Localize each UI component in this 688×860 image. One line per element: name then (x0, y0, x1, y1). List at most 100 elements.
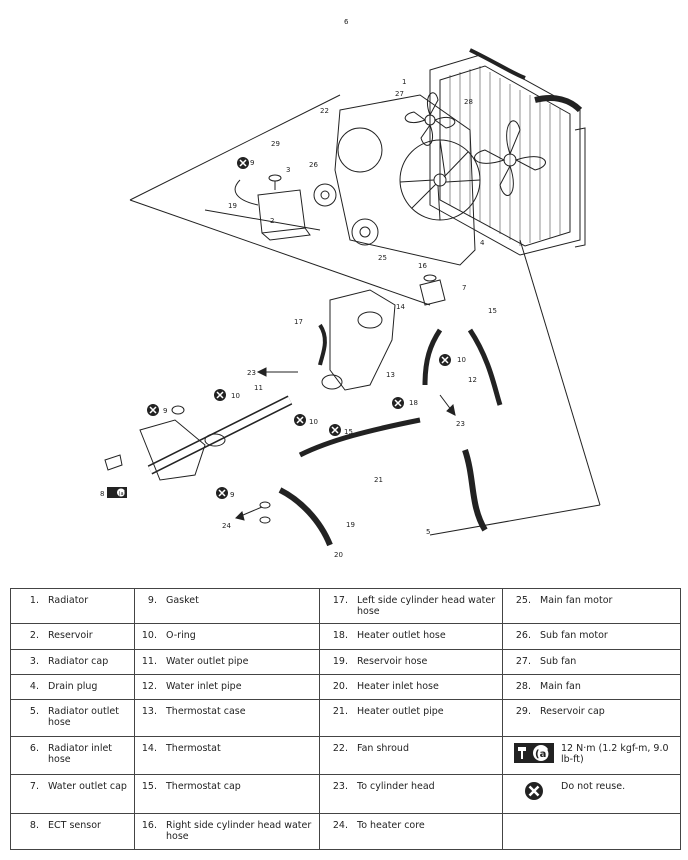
callout-26: 26 (309, 161, 318, 169)
legend-cell: 18.Heater outlet hose (319, 623, 503, 650)
legend-label: Do not reuse. (561, 781, 626, 793)
callout-19: 19 (228, 202, 237, 210)
callout-10-right: 10 (457, 356, 466, 364)
legend-cell: 24.To heater core (319, 812, 503, 851)
legend-number: 1. (29, 595, 39, 606)
legend-cell: (a)12 N·m (1.2 kgf-m, 9.0 lb-ft) (502, 735, 681, 776)
legend-number: 17. (332, 595, 348, 606)
legend-label: ECT sensor (48, 819, 101, 831)
reservoir-drawing (234, 174, 311, 241)
legend-cell: 15. Thermostat cap (134, 774, 320, 814)
callout-6: 6 (344, 18, 349, 26)
legend-cell: 6. Radiator inlet hose (10, 735, 135, 776)
legend-number: 5. (29, 706, 39, 718)
callout-17: 17 (294, 318, 303, 326)
callout-19-lower: 19 (346, 521, 355, 529)
legend-label: Thermostat (166, 742, 221, 754)
legend-cell: 25.Main fan motor (502, 587, 681, 625)
legend-number: 29. (515, 706, 531, 718)
legend-label: Water outlet pipe (166, 655, 249, 667)
legend-number: 4. (29, 680, 39, 692)
callout-18: 18 (409, 399, 418, 407)
legend-label: Water inlet pipe (166, 680, 242, 692)
legend-cell: 14.Thermostat (134, 735, 320, 776)
legend-number: 15. (141, 781, 157, 793)
legend-label: Sub fan (540, 655, 577, 667)
legend-cell: 5. Radiator outlet hose (10, 699, 135, 737)
legend-number: 27. (515, 655, 531, 667)
legend-row: 6. Radiator inlet hose 14.Thermostat 22. Fan… (10, 735, 681, 776)
callout-23: 23 (247, 369, 256, 377)
legend-label: Reservoir (48, 630, 93, 642)
legend-label: Main fan motor (540, 595, 613, 606)
legend-label: Water outlet cap (48, 781, 127, 793)
torque-marker-letter: (a) (119, 491, 126, 497)
legend-cell: 11. Water outlet pipe (134, 648, 320, 675)
callout-10-mid: 10 (309, 418, 318, 426)
legend-cell: 10.O-ring (134, 623, 320, 650)
legend-cell: 1. Radiator (10, 587, 135, 625)
legend-cell (502, 812, 681, 851)
legend-number: 24. (332, 819, 348, 831)
legend-label: Sub fan motor (540, 630, 608, 642)
callout-16: 16 (418, 262, 427, 270)
legend-label: Right side cylinder head water hose (166, 819, 312, 842)
legend-number: 6. (29, 742, 39, 754)
legend-number: 23. (332, 781, 348, 793)
callout-12: 12 (468, 376, 477, 384)
legend-row: 5. Radiator outlet hose 13.Thermostat case… (10, 699, 681, 737)
callout-4: 4 (480, 239, 485, 247)
cooling-system-exploded-diagram: (a) 6 1 27 28 22 29 9 3 26 19 2 4 25 16 … (100, 18, 601, 559)
legend-label: Heater outlet pipe (357, 706, 444, 718)
callout-9: 9 (163, 407, 167, 415)
legend-label: To cylinder head (357, 781, 435, 793)
legend-number: 10. (141, 630, 157, 642)
legend-cell: 2.Reservoir (10, 623, 135, 650)
legend-cell: 9.Gasket (134, 587, 320, 625)
legend-number: 13. (141, 706, 157, 718)
legend-number: 18. (332, 630, 348, 642)
legend-cell: 22. Fan shroud (319, 735, 503, 776)
callout-7: 7 (462, 284, 466, 292)
legend-number: 3. (29, 655, 39, 667)
legend-cell: 26. Sub fan motor (502, 623, 681, 650)
legend-cell: 17.Left side cylinder head water hose (319, 587, 503, 625)
callout-20: 20 (334, 551, 343, 559)
legend-label: Fan shroud (357, 742, 409, 754)
callout-28: 28 (464, 98, 473, 106)
callout-3: 3 (286, 166, 290, 174)
legend-label: Radiator inlet hose (48, 742, 113, 765)
callout-14: 14 (396, 303, 405, 311)
fan-shroud-drawing (334, 92, 546, 266)
legend-number: 22. (332, 742, 348, 754)
do-not-reuse-icon (507, 781, 561, 801)
legend-number: 9. (147, 595, 157, 606)
legend-number: 11. (141, 655, 157, 667)
callout-9-top: 9 (250, 159, 254, 167)
callout-29: 29 (271, 140, 280, 148)
do-not-reuse-markers (147, 157, 451, 499)
torque-wrench-icon: (a) (507, 742, 561, 765)
legend-label: Radiator (48, 595, 89, 606)
callout-21: 21 (374, 476, 383, 484)
legend-cell: 12.Water inlet pipe (134, 673, 320, 701)
legend-cell: 19.Reservoir hose (319, 648, 503, 675)
legend-cell: 13.Thermostat case (134, 699, 320, 737)
legend-number: 26. (515, 630, 531, 642)
legend-number: 8. (29, 819, 39, 831)
legend-number: 21. (332, 706, 348, 718)
legend-number: 16. (141, 819, 157, 831)
legend-row: 8. ECT sensor 16. Right side cylinder head … (10, 812, 681, 851)
legend-row: 3. Radiator cap 11. Water outlet pipe 19.Res… (10, 648, 681, 675)
legend-label: Thermostat cap (166, 781, 241, 793)
legend-label: Drain plug (48, 680, 98, 692)
legend-label: Radiator outlet hose (48, 706, 119, 729)
legend-number: 20. (332, 680, 348, 692)
legend-label: Radiator cap (48, 655, 109, 667)
legend-cell: 4. Drain plug (10, 673, 135, 701)
callout-13: 13 (386, 371, 395, 379)
